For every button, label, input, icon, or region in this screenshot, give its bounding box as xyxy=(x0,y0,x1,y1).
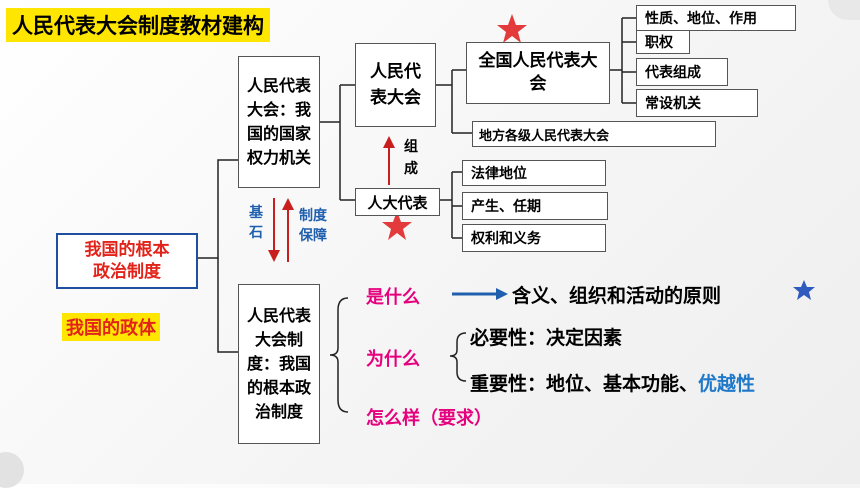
why-necessity: 必要性：决定因素 xyxy=(470,327,623,349)
deputy-item-3: 权利和义务 xyxy=(462,224,606,252)
what-question: 是什么 xyxy=(366,287,420,308)
national-item-4: 常设机关 xyxy=(636,89,758,117)
why-importance: 重要性：地位、基本功能、优越性 xyxy=(470,373,756,395)
star-icon xyxy=(793,280,815,300)
importance-highlight: 优越性 xyxy=(698,373,756,395)
star-icon xyxy=(382,211,412,240)
npc-box: 人民代表大会：我国的国家权力机关 xyxy=(238,56,320,188)
star-icon xyxy=(497,14,527,43)
national-box: 全国人民代表大会 xyxy=(466,42,610,104)
root-subtitle: 我国的政体 xyxy=(62,313,160,341)
decor-circle-icon xyxy=(828,0,860,20)
deputy-item-2: 产生、任期 xyxy=(462,192,608,220)
deputies-box: 人大代表 xyxy=(355,188,440,216)
local-box: 地方各级人民代表大会 xyxy=(472,121,716,147)
how-question: 怎么样（要求） xyxy=(366,408,492,429)
root-box: 我国的根本政治制度 xyxy=(56,233,198,289)
guarantee-label: 制度保障 xyxy=(299,208,327,244)
page-title: 人民代表大会制度教材建构 xyxy=(6,8,270,42)
compose-label: 组成 xyxy=(404,139,418,177)
npc-short-box: 人民代表大会 xyxy=(355,43,436,127)
system-box: 人民代表大会制度：我国的根本政治制度 xyxy=(238,284,320,444)
what-answer: 含义、组织和活动的原则 xyxy=(512,285,722,307)
national-item-3: 代表组成 xyxy=(636,58,728,86)
deputy-item-1: 法律地位 xyxy=(462,160,606,186)
national-item-2: 职权 xyxy=(636,30,690,54)
national-item-1: 性质、地位、作用 xyxy=(636,5,796,31)
why-question: 为什么 xyxy=(366,349,420,370)
foundation-label: 基石 xyxy=(249,205,263,241)
